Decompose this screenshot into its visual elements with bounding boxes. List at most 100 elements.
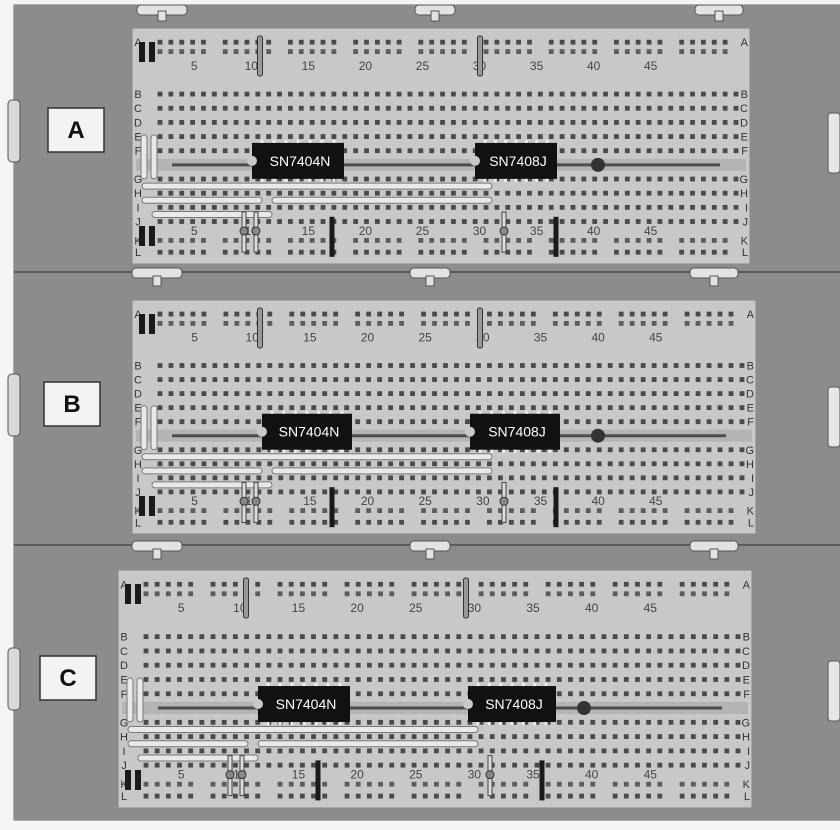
hole bbox=[201, 311, 207, 317]
hole bbox=[432, 391, 437, 396]
hole bbox=[210, 719, 216, 725]
hole bbox=[706, 447, 712, 453]
hole bbox=[545, 648, 551, 654]
hole bbox=[342, 134, 348, 139]
hole bbox=[476, 447, 481, 453]
hole bbox=[267, 377, 273, 382]
hole bbox=[421, 475, 426, 481]
hole bbox=[646, 762, 652, 768]
hole bbox=[505, 134, 511, 139]
hole bbox=[505, 176, 511, 182]
hole bbox=[353, 134, 359, 139]
hole bbox=[188, 734, 194, 739]
hole bbox=[385, 238, 391, 243]
chip-label: SN7408J bbox=[488, 424, 546, 440]
hole bbox=[530, 363, 536, 368]
hole bbox=[234, 508, 240, 513]
hole bbox=[244, 662, 249, 668]
hole bbox=[233, 219, 239, 224]
hole bbox=[374, 238, 380, 243]
hole bbox=[657, 148, 663, 154]
hole bbox=[377, 321, 383, 326]
hole bbox=[657, 793, 663, 799]
hole bbox=[320, 249, 326, 255]
hole bbox=[400, 648, 406, 654]
hole bbox=[690, 719, 696, 725]
hole bbox=[505, 120, 511, 125]
hole bbox=[344, 489, 350, 495]
hole bbox=[607, 391, 613, 396]
hole bbox=[614, 219, 619, 224]
hole bbox=[581, 49, 587, 54]
hole bbox=[165, 634, 171, 640]
hole bbox=[245, 321, 251, 326]
hole bbox=[651, 489, 657, 495]
hole bbox=[277, 648, 283, 654]
hole bbox=[722, 148, 728, 154]
hole bbox=[342, 105, 348, 111]
hole bbox=[399, 377, 404, 382]
hole bbox=[679, 249, 685, 255]
hole bbox=[222, 219, 228, 224]
hole bbox=[418, 39, 424, 45]
hole bbox=[679, 105, 685, 111]
hole bbox=[494, 219, 500, 224]
hole bbox=[530, 475, 536, 481]
hole bbox=[422, 691, 428, 697]
ic-chip bbox=[258, 686, 350, 723]
hole bbox=[179, 105, 185, 111]
hole bbox=[298, 219, 304, 224]
hole bbox=[377, 508, 383, 513]
hole bbox=[722, 190, 728, 196]
hole bbox=[651, 419, 657, 425]
hole bbox=[267, 508, 273, 513]
hole bbox=[422, 781, 428, 787]
hole bbox=[451, 39, 456, 45]
hole bbox=[735, 634, 741, 640]
hole bbox=[299, 719, 305, 725]
hole bbox=[657, 249, 663, 255]
hole bbox=[385, 249, 391, 255]
hole bbox=[440, 219, 445, 224]
hole bbox=[498, 363, 503, 368]
hole bbox=[563, 363, 569, 368]
hole bbox=[679, 719, 685, 725]
hole bbox=[662, 475, 668, 481]
hole bbox=[563, 489, 569, 495]
hole bbox=[483, 219, 489, 224]
hole bbox=[288, 134, 293, 139]
hole bbox=[646, 793, 652, 799]
hole bbox=[612, 677, 618, 682]
hole bbox=[157, 120, 163, 125]
hole bbox=[662, 519, 668, 525]
hole bbox=[311, 648, 316, 654]
hole bbox=[333, 447, 339, 453]
hole bbox=[563, 311, 569, 317]
hole bbox=[443, 508, 448, 513]
hole bbox=[590, 762, 596, 768]
vertical-wire bbox=[136, 677, 144, 723]
hole bbox=[154, 734, 160, 739]
hole bbox=[527, 105, 532, 111]
hole bbox=[377, 377, 383, 382]
hole bbox=[559, 105, 565, 111]
hole bbox=[537, 176, 543, 182]
hole bbox=[456, 719, 462, 725]
hole bbox=[568, 734, 573, 739]
hole bbox=[483, 49, 489, 54]
panel-label: A bbox=[67, 117, 84, 144]
hole bbox=[201, 105, 206, 111]
hole bbox=[344, 748, 350, 754]
column-number-top: 40 bbox=[587, 59, 601, 73]
hole bbox=[516, 249, 522, 255]
hole bbox=[512, 662, 518, 668]
row-letter-right: H bbox=[742, 732, 750, 744]
row-letter-right: G bbox=[741, 717, 750, 729]
hole bbox=[516, 134, 522, 139]
hole bbox=[711, 91, 717, 97]
hole bbox=[212, 489, 218, 495]
hole bbox=[662, 447, 668, 453]
hole bbox=[168, 311, 174, 317]
hole bbox=[255, 134, 261, 139]
hole bbox=[498, 391, 503, 396]
